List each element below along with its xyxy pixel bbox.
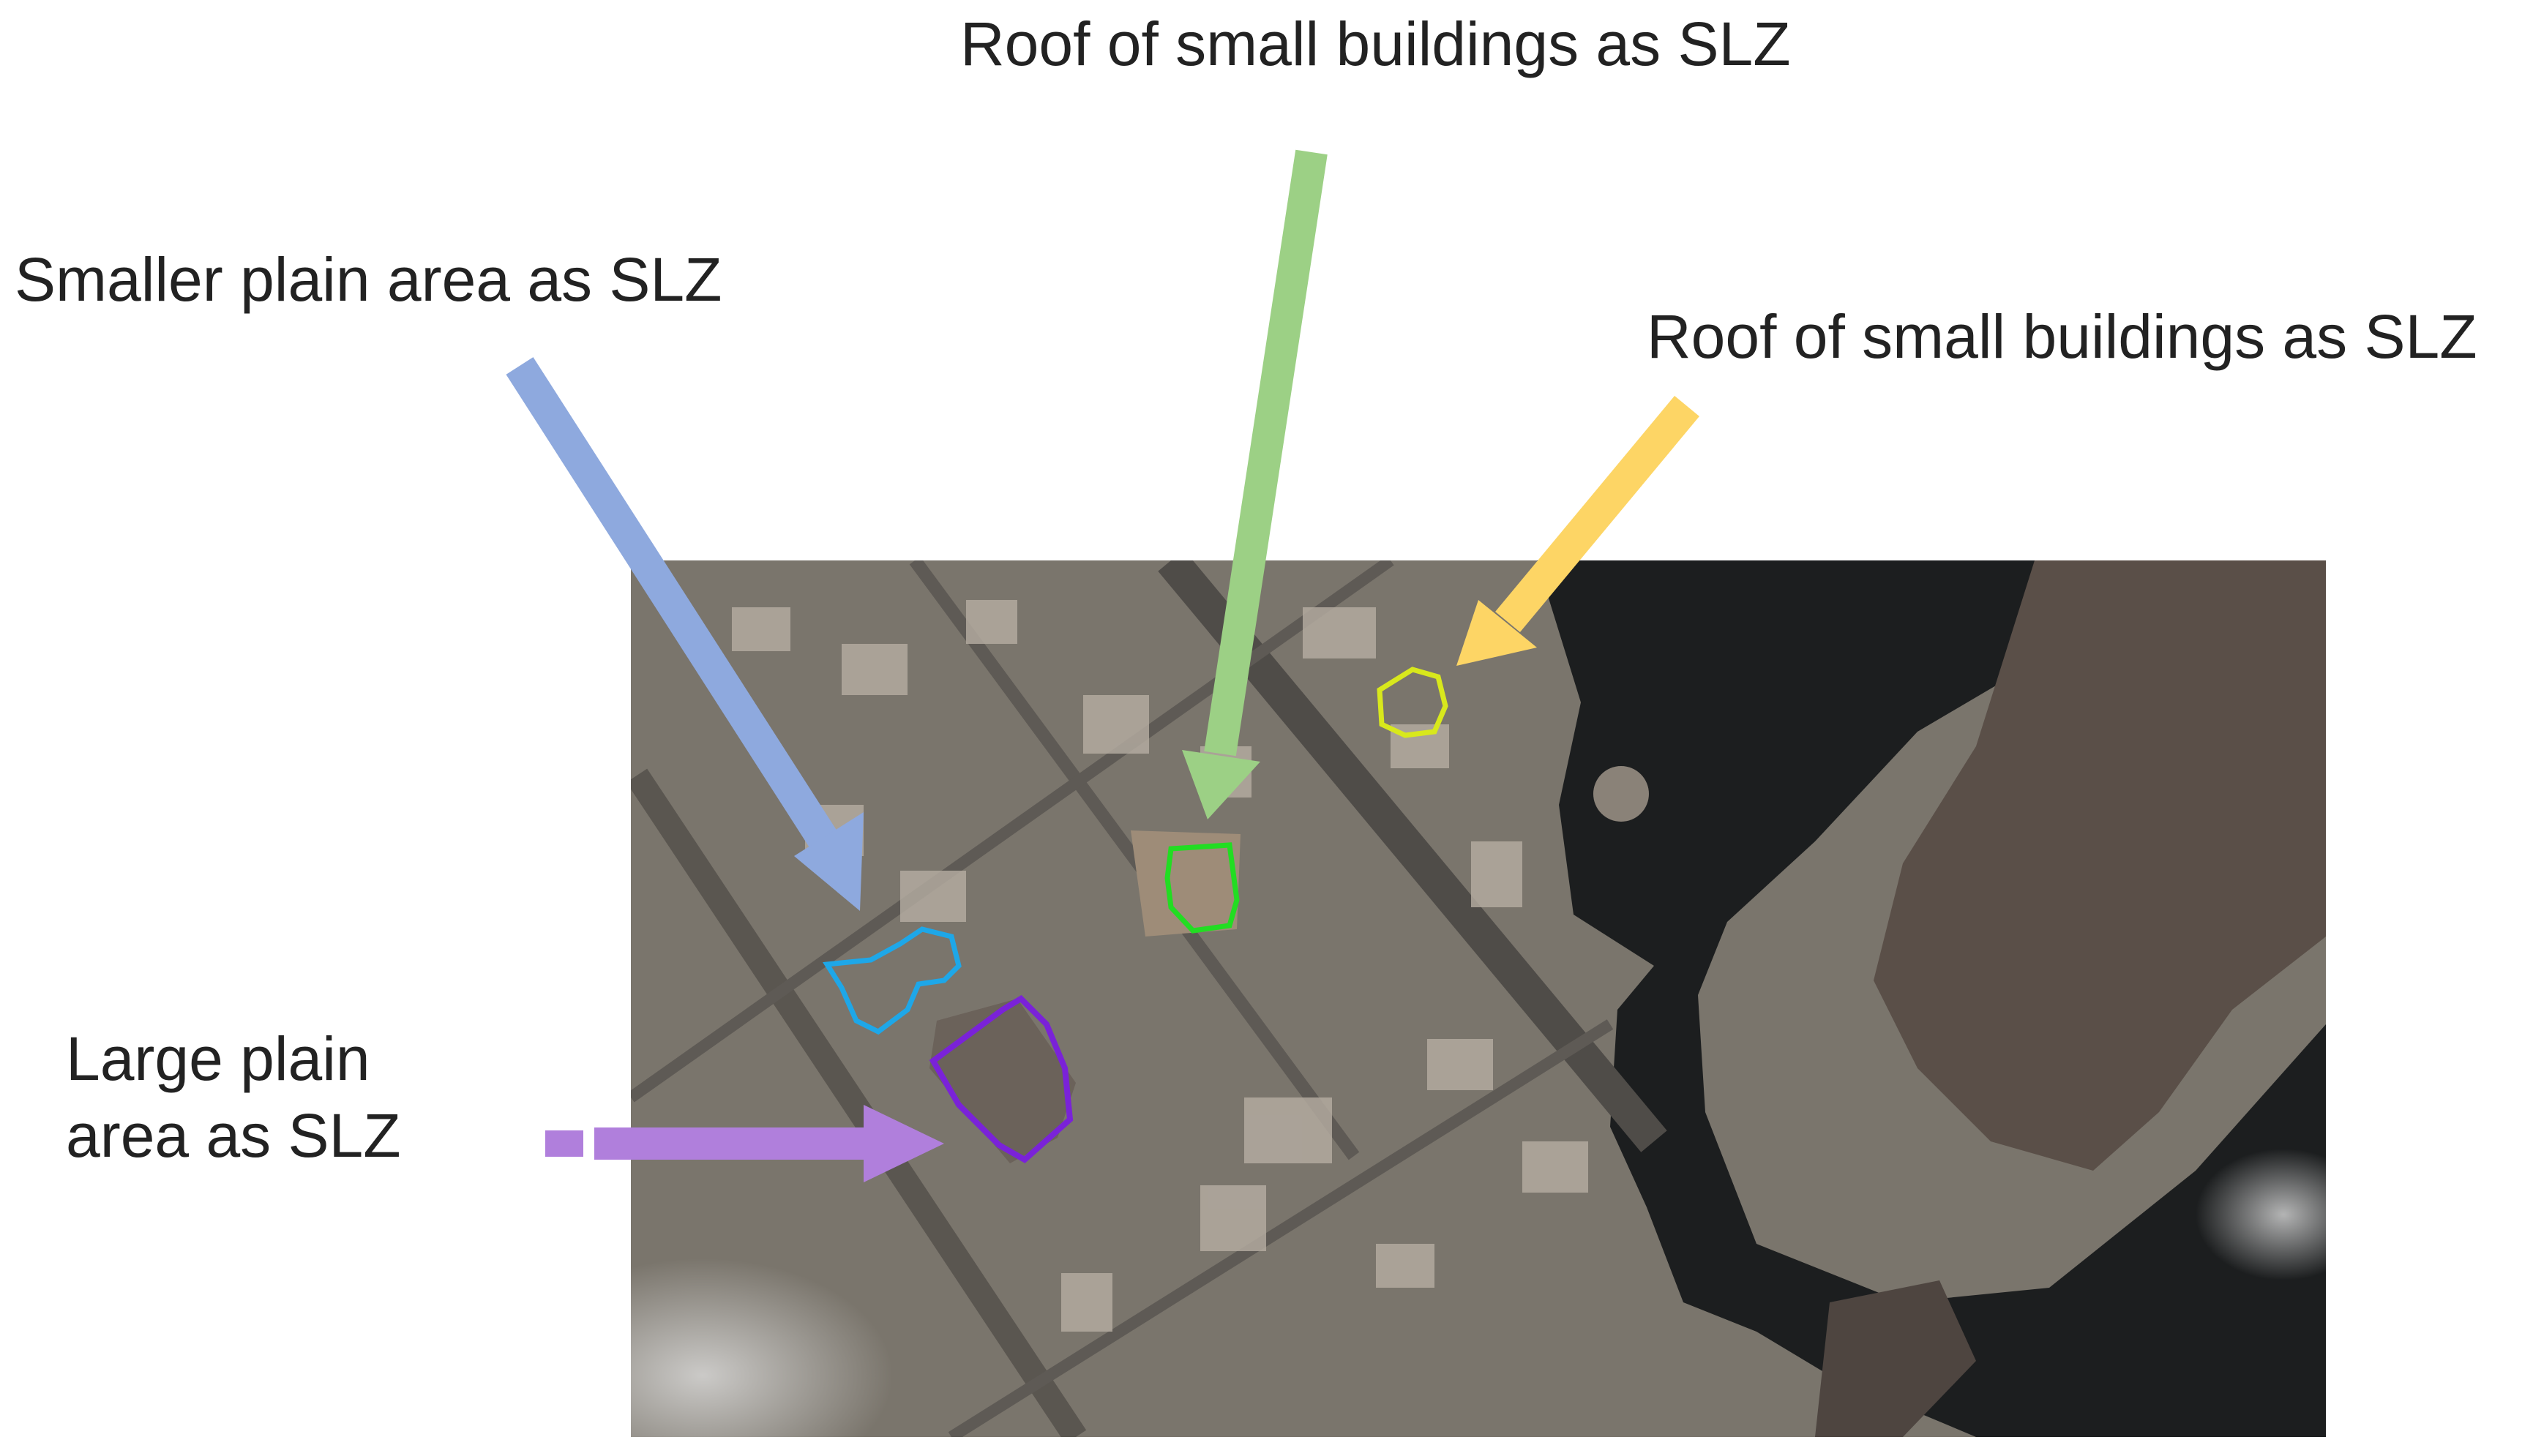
label-purple-line-2: area as SLZ xyxy=(66,1101,401,1170)
label-blue-smaller-plain-area: Smaller plain area as SLZ xyxy=(15,245,722,314)
slz-outline-blue xyxy=(823,926,962,1035)
slz-outline-green xyxy=(1164,842,1240,934)
green-arrow xyxy=(1182,149,1328,819)
label-purple-large-plain-area: Large plain area as SLZ xyxy=(66,1021,401,1174)
label-green-roof-small-buildings: Roof of small buildings as SLZ xyxy=(960,10,1791,78)
blue-arrow xyxy=(506,357,864,911)
purple-arrow xyxy=(545,1105,944,1182)
slz-outline-purple xyxy=(929,994,1074,1163)
label-purple-line-1: Large plain xyxy=(66,1024,370,1093)
slz-outline-yellow xyxy=(1377,667,1448,738)
label-yellow-roof-small-buildings: Roof of small buildings as SLZ xyxy=(1647,302,2477,371)
yellow-arrow xyxy=(1456,395,1699,666)
